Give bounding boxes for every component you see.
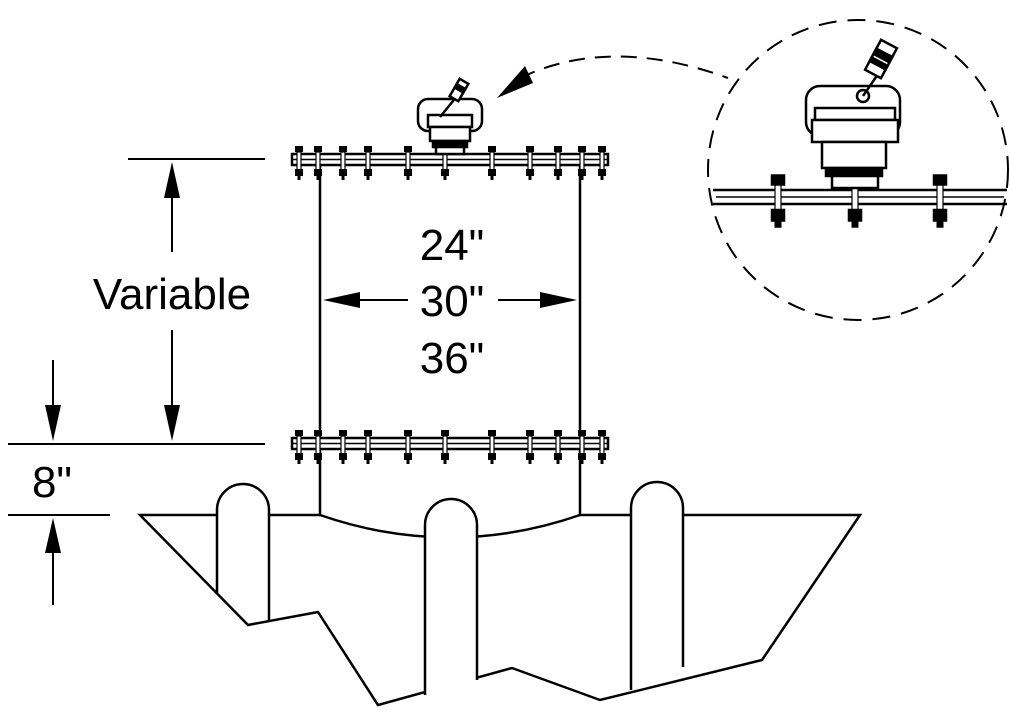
bolt-icon <box>441 430 449 464</box>
bolt-icon <box>314 430 322 464</box>
bolt-icon <box>554 146 562 180</box>
bolt-icon <box>770 174 786 228</box>
pile-center <box>423 497 479 695</box>
detail-circle <box>707 19 1009 321</box>
bolt-icon <box>578 146 586 180</box>
bolt-icon <box>314 146 322 180</box>
bolt-icon <box>554 430 562 464</box>
arrow-diameter-left <box>323 292 360 308</box>
detail-callout <box>519 19 1009 321</box>
base-offset-label: 8" <box>32 458 72 507</box>
arrow-variable-up <box>164 162 180 198</box>
bolt-icon <box>364 430 372 464</box>
bolt-icon <box>526 430 534 464</box>
height-label: Variable <box>93 270 251 319</box>
bolt-icon <box>578 430 586 464</box>
bolt-icon <box>598 430 606 464</box>
detail-coupler <box>804 38 902 190</box>
bolt-icon <box>404 430 412 464</box>
arrowheads <box>45 66 577 553</box>
bolt-icon <box>404 146 412 180</box>
arrow-base-up <box>45 518 61 553</box>
bolt-icon <box>526 146 534 180</box>
piles <box>215 480 685 695</box>
bolt-icon <box>932 174 948 228</box>
bolt-icon <box>339 430 347 464</box>
diameter-label-36: 36" <box>420 334 485 383</box>
bottom-flange-bolts <box>295 430 606 464</box>
bolt-icon <box>339 146 347 180</box>
bottom-flange <box>290 430 610 464</box>
pile-right <box>629 480 685 690</box>
bolt-icon <box>295 146 303 180</box>
arrow-variable-down <box>164 405 180 441</box>
bolt-icon <box>364 146 372 180</box>
arrow-diameter-right <box>540 292 577 308</box>
bolt-icon <box>295 430 303 464</box>
bolt-icon <box>488 146 496 180</box>
top-coupler <box>416 77 484 156</box>
dimension-lines <box>8 158 548 605</box>
pile-left <box>215 482 271 622</box>
bolt-icon <box>598 146 606 180</box>
callout-leader <box>519 55 729 79</box>
detail-bolts <box>770 174 948 228</box>
detail-view <box>713 38 1007 228</box>
diameter-label-30: 30" <box>420 277 485 326</box>
arrow-callout <box>497 66 533 98</box>
diameter-label-24: 24" <box>420 221 485 270</box>
bolt-icon <box>488 430 496 464</box>
arrow-base-down <box>45 405 61 441</box>
